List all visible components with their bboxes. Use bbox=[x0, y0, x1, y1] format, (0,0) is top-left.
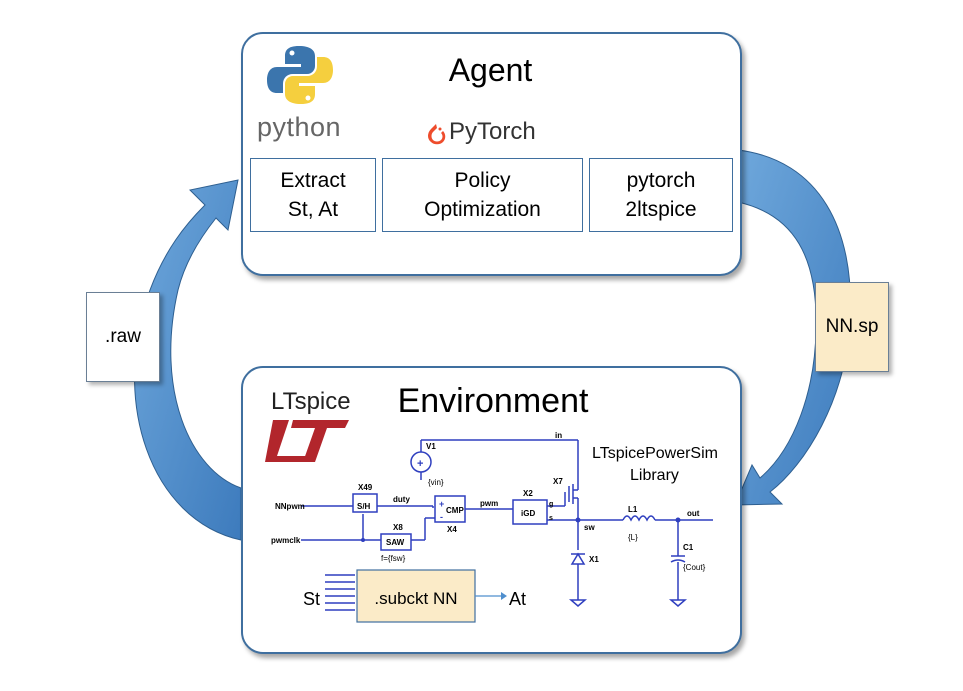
extract-line1: Extract bbox=[280, 169, 346, 192]
nn-subckt-label: .subckt NN bbox=[374, 589, 457, 608]
nn-input-st-label: St bbox=[303, 589, 320, 609]
gate-g-label: g bbox=[549, 501, 553, 508]
nnpwm-label: NNpwm bbox=[275, 502, 305, 511]
nn-subckt-block bbox=[356, 569, 476, 623]
x1-label: X1 bbox=[589, 555, 599, 564]
nn-output-arrow-icon bbox=[501, 592, 507, 600]
library-label-line1: LTspicePowerSim bbox=[592, 445, 718, 462]
ltspice-logo-text: LTspice bbox=[271, 388, 351, 415]
pytorch-flame-icon bbox=[428, 124, 446, 145]
vin-label: {vin} bbox=[428, 478, 444, 487]
source-plus-sign: + bbox=[417, 458, 423, 470]
x7-label: X7 bbox=[553, 477, 563, 486]
agent-panel: python Agent PyTorch Extract St, At Poli… bbox=[241, 32, 742, 276]
right-cycle-arrow bbox=[734, 149, 851, 506]
x4-label: X4 bbox=[447, 525, 457, 534]
fsw-label: f={fsw} bbox=[381, 554, 406, 563]
extract-line2: St, At bbox=[287, 198, 339, 221]
x8-label: X8 bbox=[393, 523, 403, 532]
gate-s-label: s bbox=[549, 515, 553, 522]
saw-label: SAW bbox=[386, 538, 405, 547]
pwm-label: pwm bbox=[480, 499, 498, 508]
igd-label: iGD bbox=[521, 509, 535, 518]
pytorch2ltspice-box: pytorch 2ltspice bbox=[589, 158, 733, 232]
x2-label: X2 bbox=[523, 489, 533, 498]
pytorch2ltspice-line2: 2ltspice bbox=[625, 198, 697, 221]
circuit-schematic: + + - V1 {vin} in X49 S/H duty CMP X4 pw… bbox=[271, 431, 713, 623]
duty-label: duty bbox=[393, 495, 410, 504]
l1-label: L1 bbox=[628, 505, 638, 514]
sw-label: sw bbox=[584, 523, 595, 532]
nn-sp-document: NN.sp bbox=[815, 282, 889, 372]
x49-label: X49 bbox=[358, 483, 373, 492]
nn-sp-label: NN.sp bbox=[825, 316, 879, 337]
library-label-line2: Library bbox=[630, 467, 679, 484]
l-value-label: {L} bbox=[628, 533, 638, 542]
v1-label: V1 bbox=[426, 442, 436, 451]
cmp-plus-sign: + bbox=[439, 499, 444, 509]
c1-label: C1 bbox=[683, 543, 694, 552]
left-cycle-arrow bbox=[134, 179, 242, 541]
cmp-label: CMP bbox=[446, 506, 464, 515]
policy-line1: Policy bbox=[454, 169, 511, 192]
policy-optimization-box: Policy Optimization bbox=[382, 158, 583, 232]
policy-line2: Optimization bbox=[424, 198, 541, 221]
cout-label: {Cout} bbox=[683, 563, 706, 572]
python-logo-text: python bbox=[257, 112, 342, 142]
environment-title: Environment bbox=[397, 382, 589, 420]
sh-label: S/H bbox=[357, 502, 371, 511]
raw-file-label: .raw bbox=[105, 326, 141, 347]
out-label: out bbox=[687, 509, 700, 518]
agent-title: Agent bbox=[448, 52, 533, 88]
extract-box: Extract St, At bbox=[250, 158, 376, 232]
in-label: in bbox=[555, 431, 562, 440]
cmp-minus-sign: - bbox=[440, 512, 443, 522]
pytorch-logo-text: PyTorch bbox=[449, 118, 536, 145]
python-logo-icon bbox=[267, 46, 333, 104]
environment-panel: LTspice Environment LTspicePowerSim Libr… bbox=[241, 366, 742, 654]
nn-output-at-label: At bbox=[509, 589, 526, 609]
raw-file-document: .raw bbox=[86, 292, 160, 382]
pytorch2ltspice-line1: pytorch bbox=[626, 169, 696, 192]
ltspice-logo-icon bbox=[265, 420, 349, 462]
pwmclk-label: pwmclk bbox=[271, 536, 301, 545]
